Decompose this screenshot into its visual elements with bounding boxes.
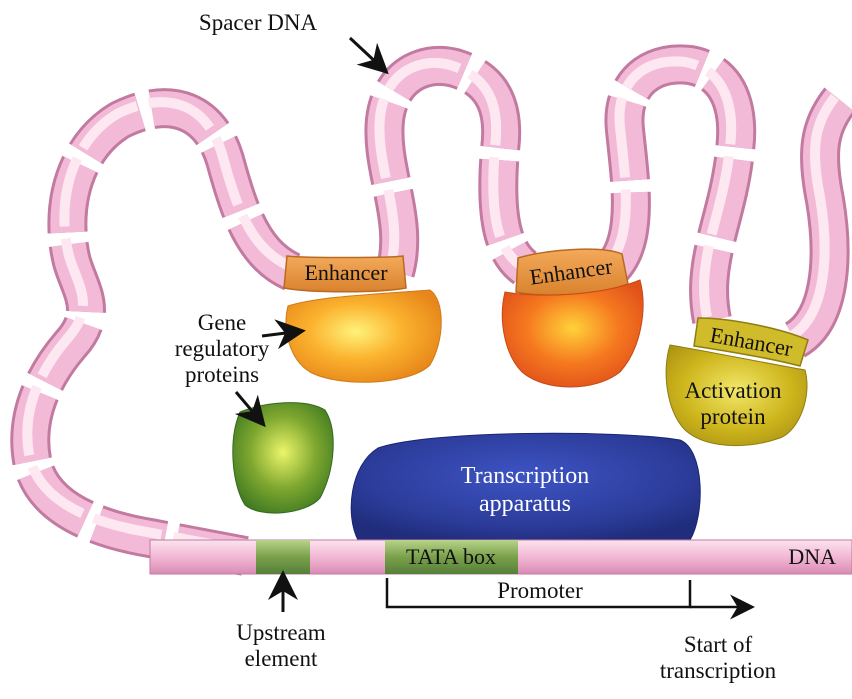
tata-box-label: TATA box — [406, 544, 496, 569]
start-of-transcription-label-line2: transcription — [660, 658, 777, 683]
transcription-apparatus-label-line2: apparatus — [479, 491, 571, 517]
dna-label: DNA — [788, 544, 836, 569]
upstream-element-band — [256, 540, 310, 574]
activation-protein-label-line1: Activation — [684, 378, 782, 403]
spacer-dna-label: Spacer DNA — [199, 10, 318, 35]
start-of-transcription-label-line1: Start of — [684, 632, 753, 657]
transcription-apparatus-label-line1: Transcription — [461, 463, 589, 489]
enhancer-1-label: Enhancer — [304, 260, 388, 285]
upstream-label-line1: Upstream — [236, 620, 326, 645]
upstream-label-line2: element — [245, 646, 318, 671]
gene-regulatory-label-line3: proteins — [185, 362, 259, 387]
dna-main-bar: TATA box DNA — [150, 540, 852, 574]
gene-regulatory-label-line2: regulatory — [175, 336, 270, 361]
gene-regulatory-protein-green — [233, 403, 333, 513]
spacer-dna-arrow — [350, 38, 380, 66]
gene-regulatory-protein-orange — [286, 290, 441, 382]
enhancer-1: Enhancer — [284, 256, 406, 292]
gene-regulatory-protein-red — [502, 280, 643, 387]
promoter-label: Promoter — [497, 578, 583, 603]
gene-regulatory-label-line1: Gene — [198, 310, 247, 335]
activation-protein-label-line2: protein — [700, 404, 766, 429]
